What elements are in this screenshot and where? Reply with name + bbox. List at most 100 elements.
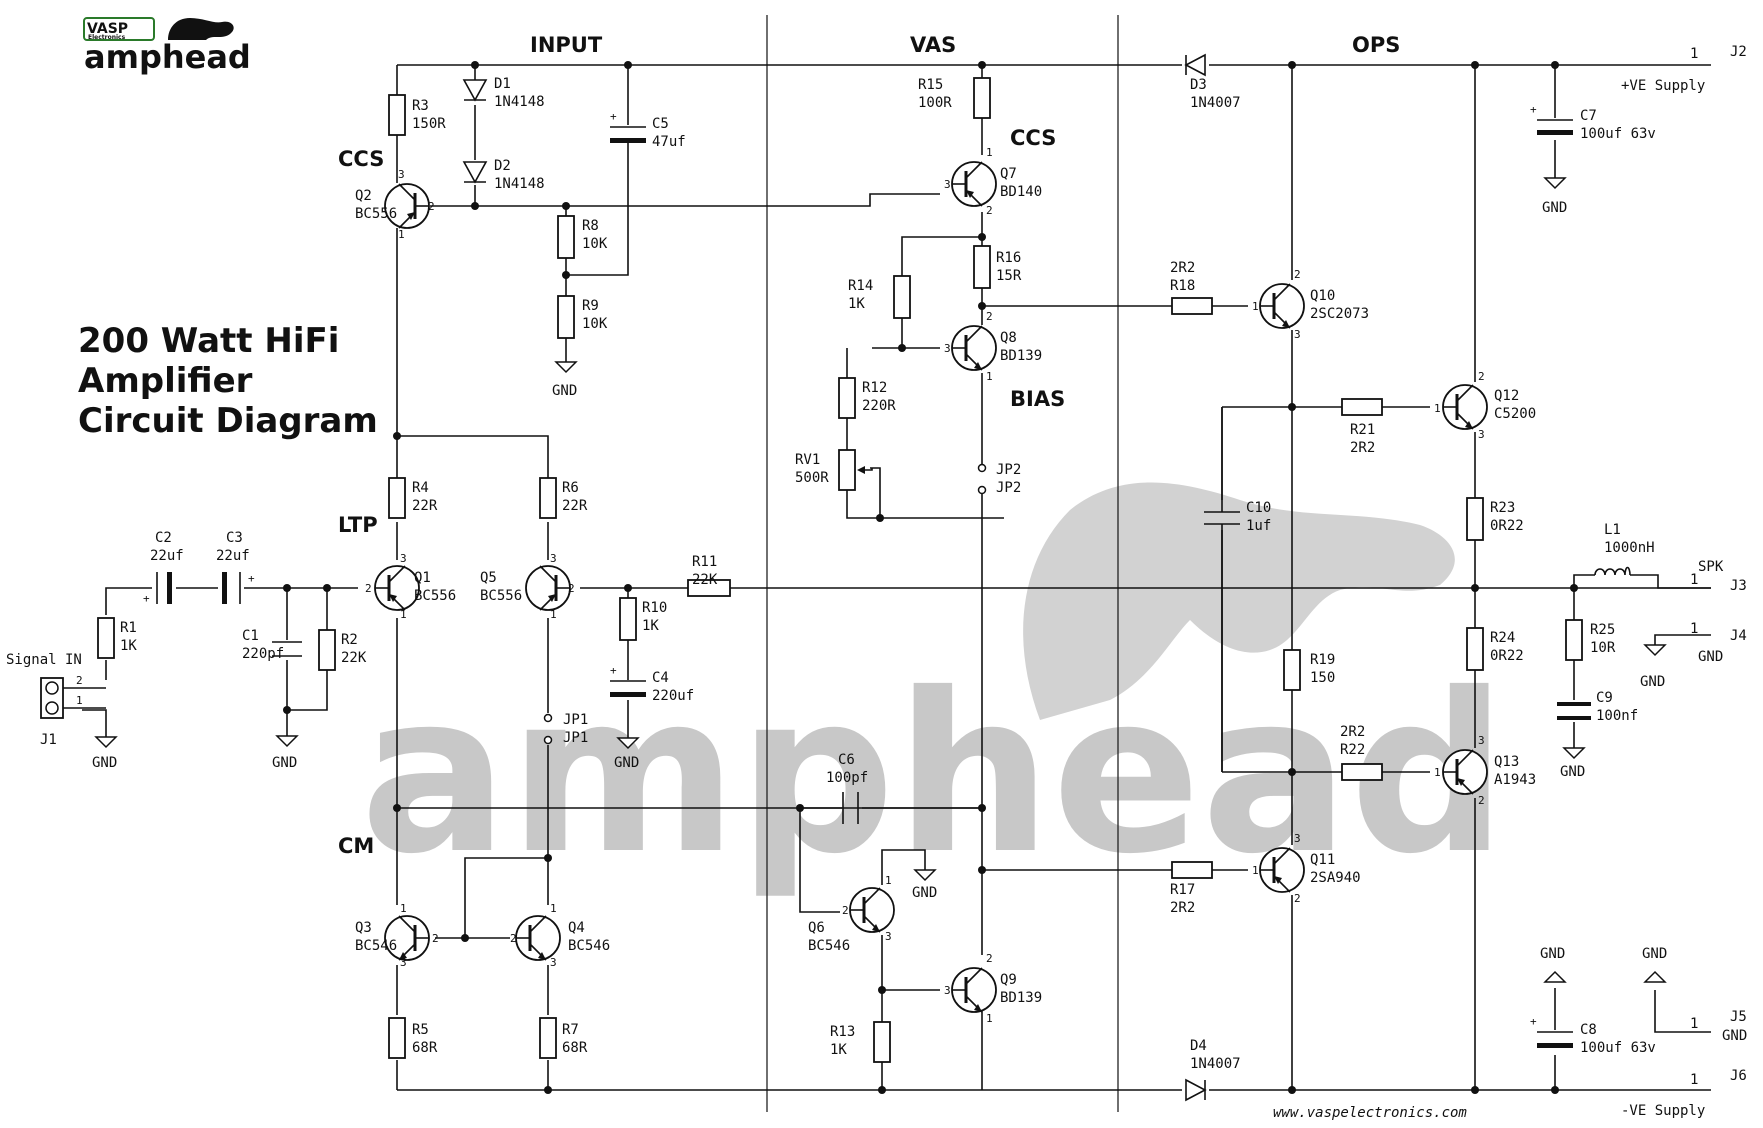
gnd-label: GND [1540, 946, 1565, 962]
j3-pin: 1 [1690, 572, 1698, 588]
junction-dot [1288, 768, 1296, 776]
resistor-r2 [318, 629, 336, 671]
capacitor-c3: + [222, 572, 255, 604]
transistor-q5: 321 [525, 552, 575, 621]
diode-d3 [1184, 53, 1206, 77]
title-line3: Circuit Diagram [78, 401, 378, 441]
label-r14-value: 1K [848, 296, 865, 312]
junction-dot [978, 302, 986, 310]
label-r2-value: 22K [341, 650, 367, 666]
gnd-icon: GND [1560, 747, 1586, 780]
j3-label: SPK [1698, 559, 1724, 575]
label-c5-ref: C5 [652, 116, 669, 132]
label-q11-ref: Q11 [1310, 852, 1335, 868]
label-c6-val: 100pf [826, 770, 868, 786]
svg-text:2: 2 [432, 932, 439, 945]
transistor-q4: 123 [510, 902, 561, 969]
svg-text:2: 2 [842, 904, 849, 917]
svg-text:2: 2 [1294, 268, 1301, 281]
junction-dot [876, 514, 884, 522]
label-r10-value: 1K [642, 618, 659, 634]
junction-dot [1551, 61, 1559, 69]
label-r21-ref: R21 [1350, 422, 1375, 438]
junction-dot [1288, 61, 1296, 69]
resistor-r1 [97, 617, 115, 659]
svg-text:1: 1 [1252, 864, 1259, 877]
connector-labels: 1 J2 +VE Supply 1 J6 -VE Supply 1 J3 SPK… [6, 44, 1747, 1119]
label-r4-ref: R4 [412, 480, 429, 496]
junction-dot [544, 854, 552, 862]
label-c2-ref: C2 [155, 530, 172, 546]
junction-dot [283, 584, 291, 592]
diodes [462, 53, 1207, 1102]
label-l1-ref: L1 [1604, 522, 1621, 538]
junction-dot [978, 804, 986, 812]
label-c7-value: 100uf 63v [1580, 126, 1656, 142]
gnd-label: GND [1642, 946, 1667, 962]
section-ops: OPS [1352, 33, 1400, 57]
label-r21-val: 2R2 [1350, 440, 1375, 456]
svg-text:2: 2 [986, 310, 993, 323]
svg-text:2: 2 [1478, 370, 1485, 383]
label-q8-value: BD139 [1000, 348, 1042, 364]
label-d2-value: 1N4148 [494, 176, 545, 192]
svg-text:3: 3 [550, 552, 557, 565]
label-r3-ref: R3 [412, 98, 429, 114]
resistor-r11 [687, 579, 731, 597]
label-c10-value: 1uf [1246, 518, 1271, 534]
svg-text:+: + [143, 592, 150, 605]
junctions [283, 61, 1578, 1094]
label-r24-ref: R24 [1490, 630, 1515, 646]
label-r22-val: 2R2 [1340, 724, 1365, 740]
label-q4-ref: Q4 [568, 920, 585, 936]
resistor-r23 [1466, 497, 1484, 541]
svg-text:2: 2 [986, 952, 993, 965]
label-r12-ref: R12 [862, 380, 887, 396]
junction-dot [796, 804, 804, 812]
label-q2-ref: Q2 [355, 188, 372, 204]
resistor-r16 [973, 245, 991, 289]
resistor-r22 [1341, 763, 1383, 781]
watermark: amphead [360, 482, 1507, 902]
resistor-r6 [539, 477, 557, 519]
transistor-q12: 2 1 3 [1434, 370, 1488, 441]
svg-text:3: 3 [944, 342, 951, 355]
svg-text:3: 3 [398, 168, 405, 181]
svg-text:+: + [1530, 103, 1537, 116]
junction-dot [898, 344, 906, 352]
junction-dot [1288, 403, 1296, 411]
title-line1: 200 Watt HiFi [78, 321, 339, 361]
label-r17-val: 2R2 [1170, 900, 1195, 916]
label-r19-ref: R19 [1310, 652, 1335, 668]
svg-text:3: 3 [400, 552, 407, 565]
label-r25-ref: R25 [1590, 622, 1615, 638]
j2-ref: J2 [1730, 44, 1747, 60]
junction-dot [562, 202, 570, 210]
j4-pin: 1 [1690, 621, 1698, 637]
svg-text:3: 3 [1478, 428, 1485, 441]
junction-dot [471, 202, 479, 210]
resistors [97, 77, 1583, 1063]
svg-text:1: 1 [1434, 402, 1441, 415]
label-r1-ref: R1 [120, 620, 137, 636]
gnd-label: GND [1560, 764, 1585, 780]
resistor-r14 [893, 275, 911, 319]
resistor-r15 [973, 77, 991, 119]
label-r17-ref: R17 [1170, 882, 1195, 898]
svg-text:1: 1 [986, 146, 993, 159]
resistor-r8 [557, 215, 575, 259]
label-r22-ref: R22 [1340, 742, 1365, 758]
junction-dot [1288, 1086, 1296, 1094]
label-jp2-val: JP2 [996, 480, 1021, 496]
label-c3-val: 22uf [216, 548, 250, 564]
label-ccs-2: CCS [1010, 126, 1056, 150]
label-l1-value: 1000nH [1604, 540, 1655, 556]
label-d2-ref: D2 [494, 158, 511, 174]
resistor-r12 [838, 377, 856, 419]
label-r8-value: 10K [582, 236, 608, 252]
connector-j1: 21 [40, 674, 106, 719]
transistor-q3: 123 [384, 902, 439, 969]
label-d3-value: 1N4007 [1190, 95, 1241, 111]
label-r16-value: 15R [996, 268, 1022, 284]
transistor-q13: 312 [1434, 734, 1488, 807]
